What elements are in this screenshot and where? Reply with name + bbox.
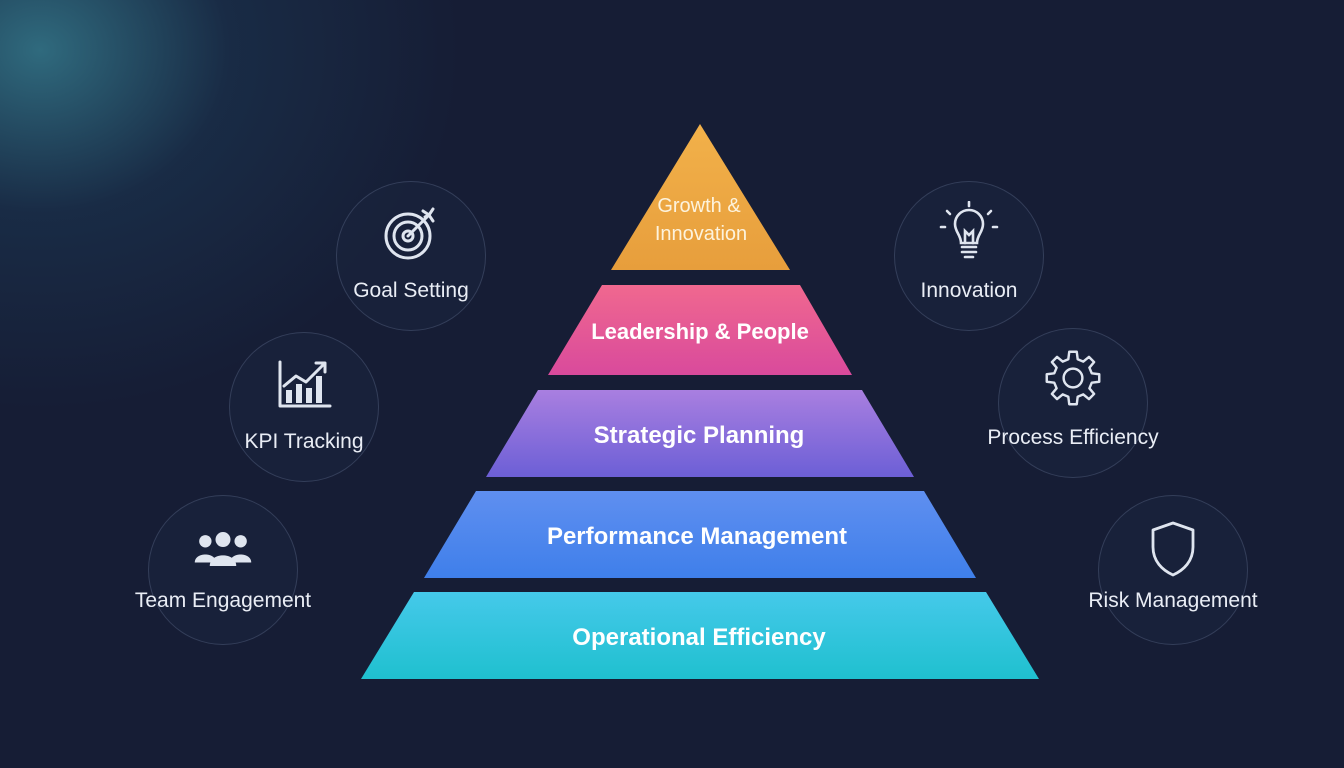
lightbulb-icon: [939, 201, 999, 263]
gear-icon: [1043, 348, 1103, 408]
badge-label: KPI Tracking: [244, 430, 364, 453]
badge-label: Team Engagement: [134, 589, 312, 612]
tier-label: Strategic Planning: [594, 422, 805, 449]
pyramid-tier-operational-efficiency: Operational Efficiency: [361, 592, 1039, 679]
tier-label-line1: Growth &: [657, 195, 741, 217]
bar-chart-trend-icon: [274, 354, 334, 414]
target-arrow-icon: [381, 203, 441, 263]
tier-label: Leadership & People: [591, 319, 809, 344]
pyramid-tier-performance-management: Performance Management: [424, 491, 976, 578]
badge-label: Goal Setting: [353, 279, 469, 302]
pyramid-tier-growth-innovation: Growth & Innovation: [611, 124, 790, 270]
people-group-icon: [193, 521, 253, 581]
badge-innovation: Innovation: [894, 181, 1044, 331]
tier-label: Operational Efficiency: [572, 624, 826, 651]
badge-team-engagement: Team Engagement: [135, 495, 311, 645]
badge-kpi-tracking: KPI Tracking: [229, 332, 379, 482]
badge-process-efficiency: Process Efficiency: [987, 328, 1159, 478]
badge-label: Risk Management: [1088, 589, 1258, 612]
pyramid-tier-strategic-planning: Strategic Planning: [486, 390, 914, 477]
shield-icon: [1143, 519, 1203, 579]
tier-label-line2: Innovation: [655, 223, 747, 245]
badge-risk-management: Risk Management: [1088, 495, 1258, 645]
badge-label: Process Efficiency: [987, 426, 1159, 449]
pyramid-tier-leadership-people: Leadership & People: [548, 285, 852, 375]
badge-goal-setting: Goal Setting: [336, 181, 486, 331]
badge-label: Innovation: [920, 279, 1018, 302]
tier-label: Performance Management: [547, 523, 847, 550]
